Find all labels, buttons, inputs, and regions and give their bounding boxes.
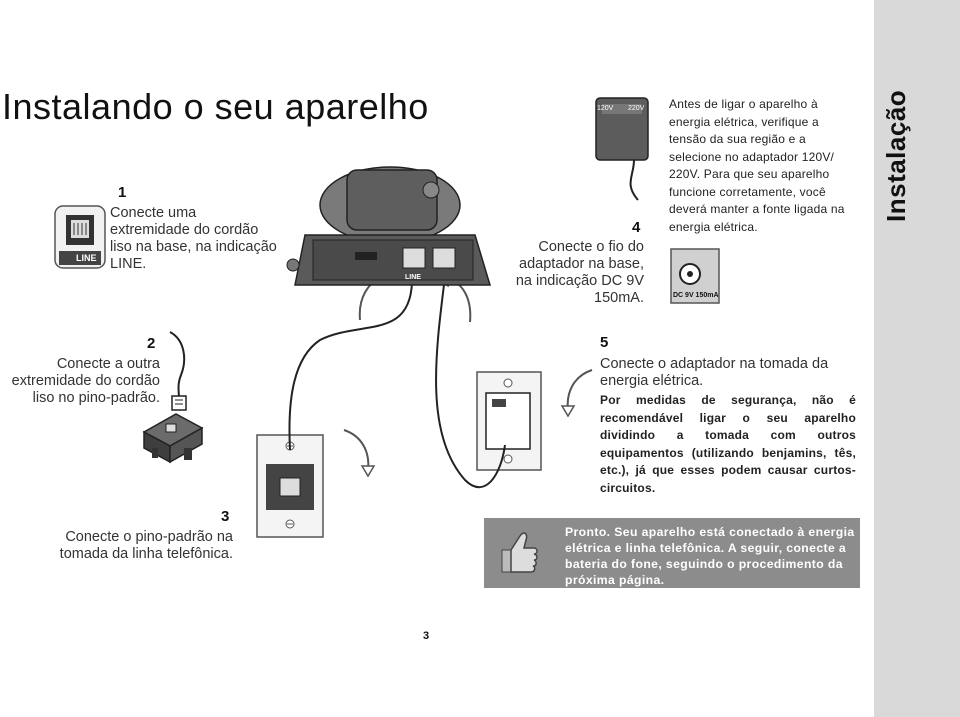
power-adapter-illustration [595, 97, 649, 201]
page-number: 3 [423, 630, 430, 642]
arrow-icon [560, 369, 593, 418]
section-label: Instalação [881, 89, 911, 222]
cord-plug-illustration [169, 331, 187, 411]
step-3-number: 3 [221, 508, 230, 525]
step-5-number: 5 [600, 334, 609, 351]
ready-box: Pronto. Seu aparelho está conectado à en… [484, 518, 860, 588]
dc-jack-label: DC 9V 150mA [673, 292, 719, 299]
step-5-text: Conecte o adaptador na tomada da energia… [600, 356, 829, 389]
step-2-text: Conecte a outra extremidade do cordão li… [11, 356, 160, 406]
dc-jack-illustration [670, 248, 720, 304]
adapter-220-label: 220V [628, 105, 645, 112]
standard-plug-illustration [142, 413, 204, 464]
phone-wall-socket [256, 434, 324, 538]
section-sidebar: Instalação [874, 0, 960, 717]
ready-text: Pronto. Seu aparelho está conectado à en… [565, 525, 855, 587]
step-1-number: 1 [118, 184, 127, 201]
step-1-text: Conecte uma extremidade do cordão liso n… [110, 205, 277, 272]
line-jack-label: LINE [76, 253, 97, 263]
step-4-number: 4 [632, 219, 641, 236]
arrow-icon [343, 429, 376, 478]
power-wall-socket [476, 371, 542, 471]
phone-cord [288, 281, 413, 451]
step-4-text: Conecte o fio do adaptador na base, na i… [515, 239, 644, 306]
page-title: Instalando o seu aparelho [2, 86, 429, 127]
step-2-number: 2 [147, 335, 156, 352]
power-cord [435, 276, 506, 488]
step-3-text: Conecte o pino-padrão na tomada da linha… [59, 529, 233, 562]
adapter-120-label: 120V [597, 105, 614, 112]
step-5-warning: Por medidas de segurança, não é recomend… [600, 393, 856, 495]
voltage-note: Antes de ligar o aparelho à energia elét… [669, 97, 845, 234]
base-line-label: LINE [405, 274, 421, 281]
line-jack-illustration [54, 205, 106, 269]
phone-base-illustration [286, 166, 492, 286]
thumbs-up-icon [501, 532, 538, 573]
